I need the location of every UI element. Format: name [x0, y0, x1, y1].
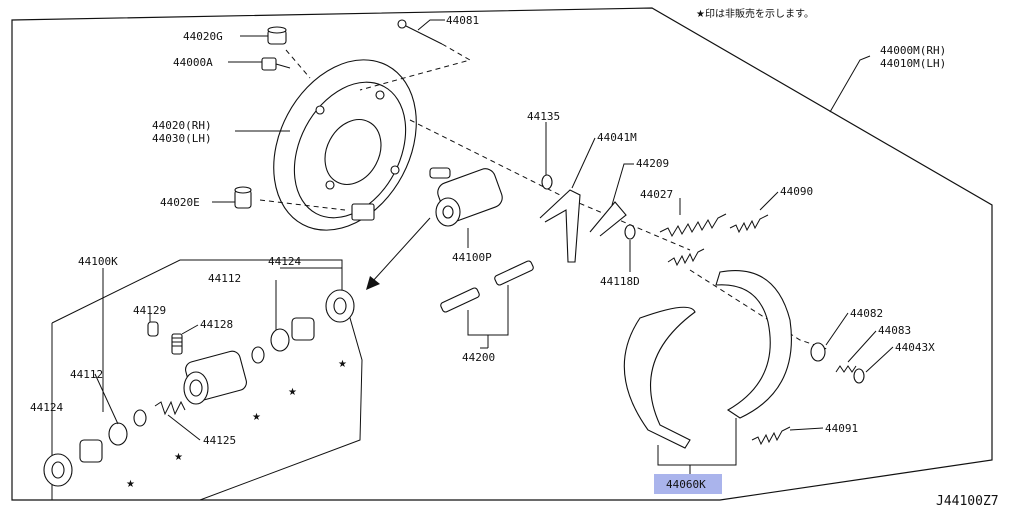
cylinder-body: [183, 350, 247, 405]
label-44083: 44083: [878, 324, 911, 337]
direction-arrow: [366, 217, 431, 290]
star-marker: ★: [126, 479, 135, 490]
label-44100P: 44100P: [452, 251, 492, 264]
label-44100K: 44100K: [78, 255, 118, 268]
label-44043X: 44043X: [895, 341, 935, 354]
spring-44027: [659, 213, 727, 238]
brake-shoe-front: [623, 306, 696, 449]
adjuster-44200: [440, 260, 534, 348]
washer-44118D: [624, 224, 636, 240]
cup-44112-upper: [270, 328, 290, 352]
label-44020RH: 44020(RH): [152, 119, 212, 132]
star-marker: ★: [288, 387, 297, 398]
diagram-code: J44100Z7: [936, 494, 999, 509]
washer-left: [251, 346, 265, 364]
label-44112-lower: 44112: [70, 368, 103, 381]
label-44118D: 44118D: [600, 275, 640, 288]
assembly-line-c: [409, 119, 691, 251]
pin-44043X: [853, 368, 865, 384]
label-44020G: 44020G: [183, 30, 223, 43]
spring-44091: [751, 426, 791, 446]
label-44020E: 44020E: [160, 196, 200, 209]
label-44209: 44209: [636, 157, 669, 170]
assembly-line-b: [359, 43, 472, 91]
spring-upper-return: [667, 248, 705, 267]
cup-44082: [810, 342, 826, 362]
star-marker: ★: [338, 359, 347, 370]
assembly-line-e: [689, 269, 831, 351]
assembly-line-a: [285, 49, 311, 79]
boot-44124-upper: [325, 289, 355, 323]
star-marker: ★: [252, 412, 261, 423]
label-44200: 44200: [462, 351, 495, 364]
highlight-box-44060K: [654, 474, 722, 494]
label-44000A: 44000A: [173, 56, 213, 69]
spring-44083: [835, 365, 857, 373]
kit-outline: [51, 259, 363, 501]
label-44091: 44091: [825, 422, 858, 435]
label-44125: 44125: [203, 434, 236, 447]
leader-44060K: [657, 418, 737, 466]
label-44060K[interactable]: 44060K: [666, 478, 706, 491]
label-44129: 44129: [133, 304, 166, 317]
strut-44209: [589, 201, 627, 237]
label-44082: 44082: [850, 307, 883, 320]
bolt-44000A: [261, 57, 291, 71]
star-marker: ★: [174, 452, 183, 463]
label-44000M: 44000M(RH): [880, 44, 946, 57]
label-44124-upper: 44124: [268, 255, 301, 268]
pin-44081: [397, 19, 443, 45]
washer-44135: [541, 174, 553, 190]
note-text: ★印は非販売を示します。: [696, 7, 814, 20]
label-44090: 44090: [780, 185, 813, 198]
spring-44090: [729, 214, 769, 234]
label-44128: 44128: [200, 318, 233, 331]
label-44041M: 44041M: [597, 131, 637, 144]
spring-44125: [154, 400, 186, 416]
boot-44124-lower: [43, 453, 73, 487]
washer-44125: [133, 409, 147, 427]
wheel-cylinder-44100P: [429, 167, 503, 227]
label-44030LH: 44030(LH): [152, 132, 212, 145]
piston-lower: [79, 439, 103, 463]
cup-44112-lower: [108, 422, 128, 446]
lever-44041M: [539, 189, 581, 263]
label-44010M: 44010M(LH): [880, 57, 946, 70]
label-44112-upper: 44112: [208, 272, 241, 285]
screw-44128: [171, 333, 183, 355]
label-44124-lower: 44124: [30, 401, 63, 414]
brake-shoe-rear: [715, 270, 792, 419]
piston-upper: [291, 317, 315, 341]
label-44081: 44081: [446, 14, 479, 27]
leader-lines: [51, 19, 894, 455]
backing-plate: [273, 59, 417, 231]
grommet-44020E: [234, 186, 252, 209]
bolt-44020G: [267, 26, 287, 45]
label-44135: 44135: [527, 110, 560, 123]
bleeder-44129: [147, 321, 159, 337]
label-44027: 44027: [640, 188, 673, 201]
